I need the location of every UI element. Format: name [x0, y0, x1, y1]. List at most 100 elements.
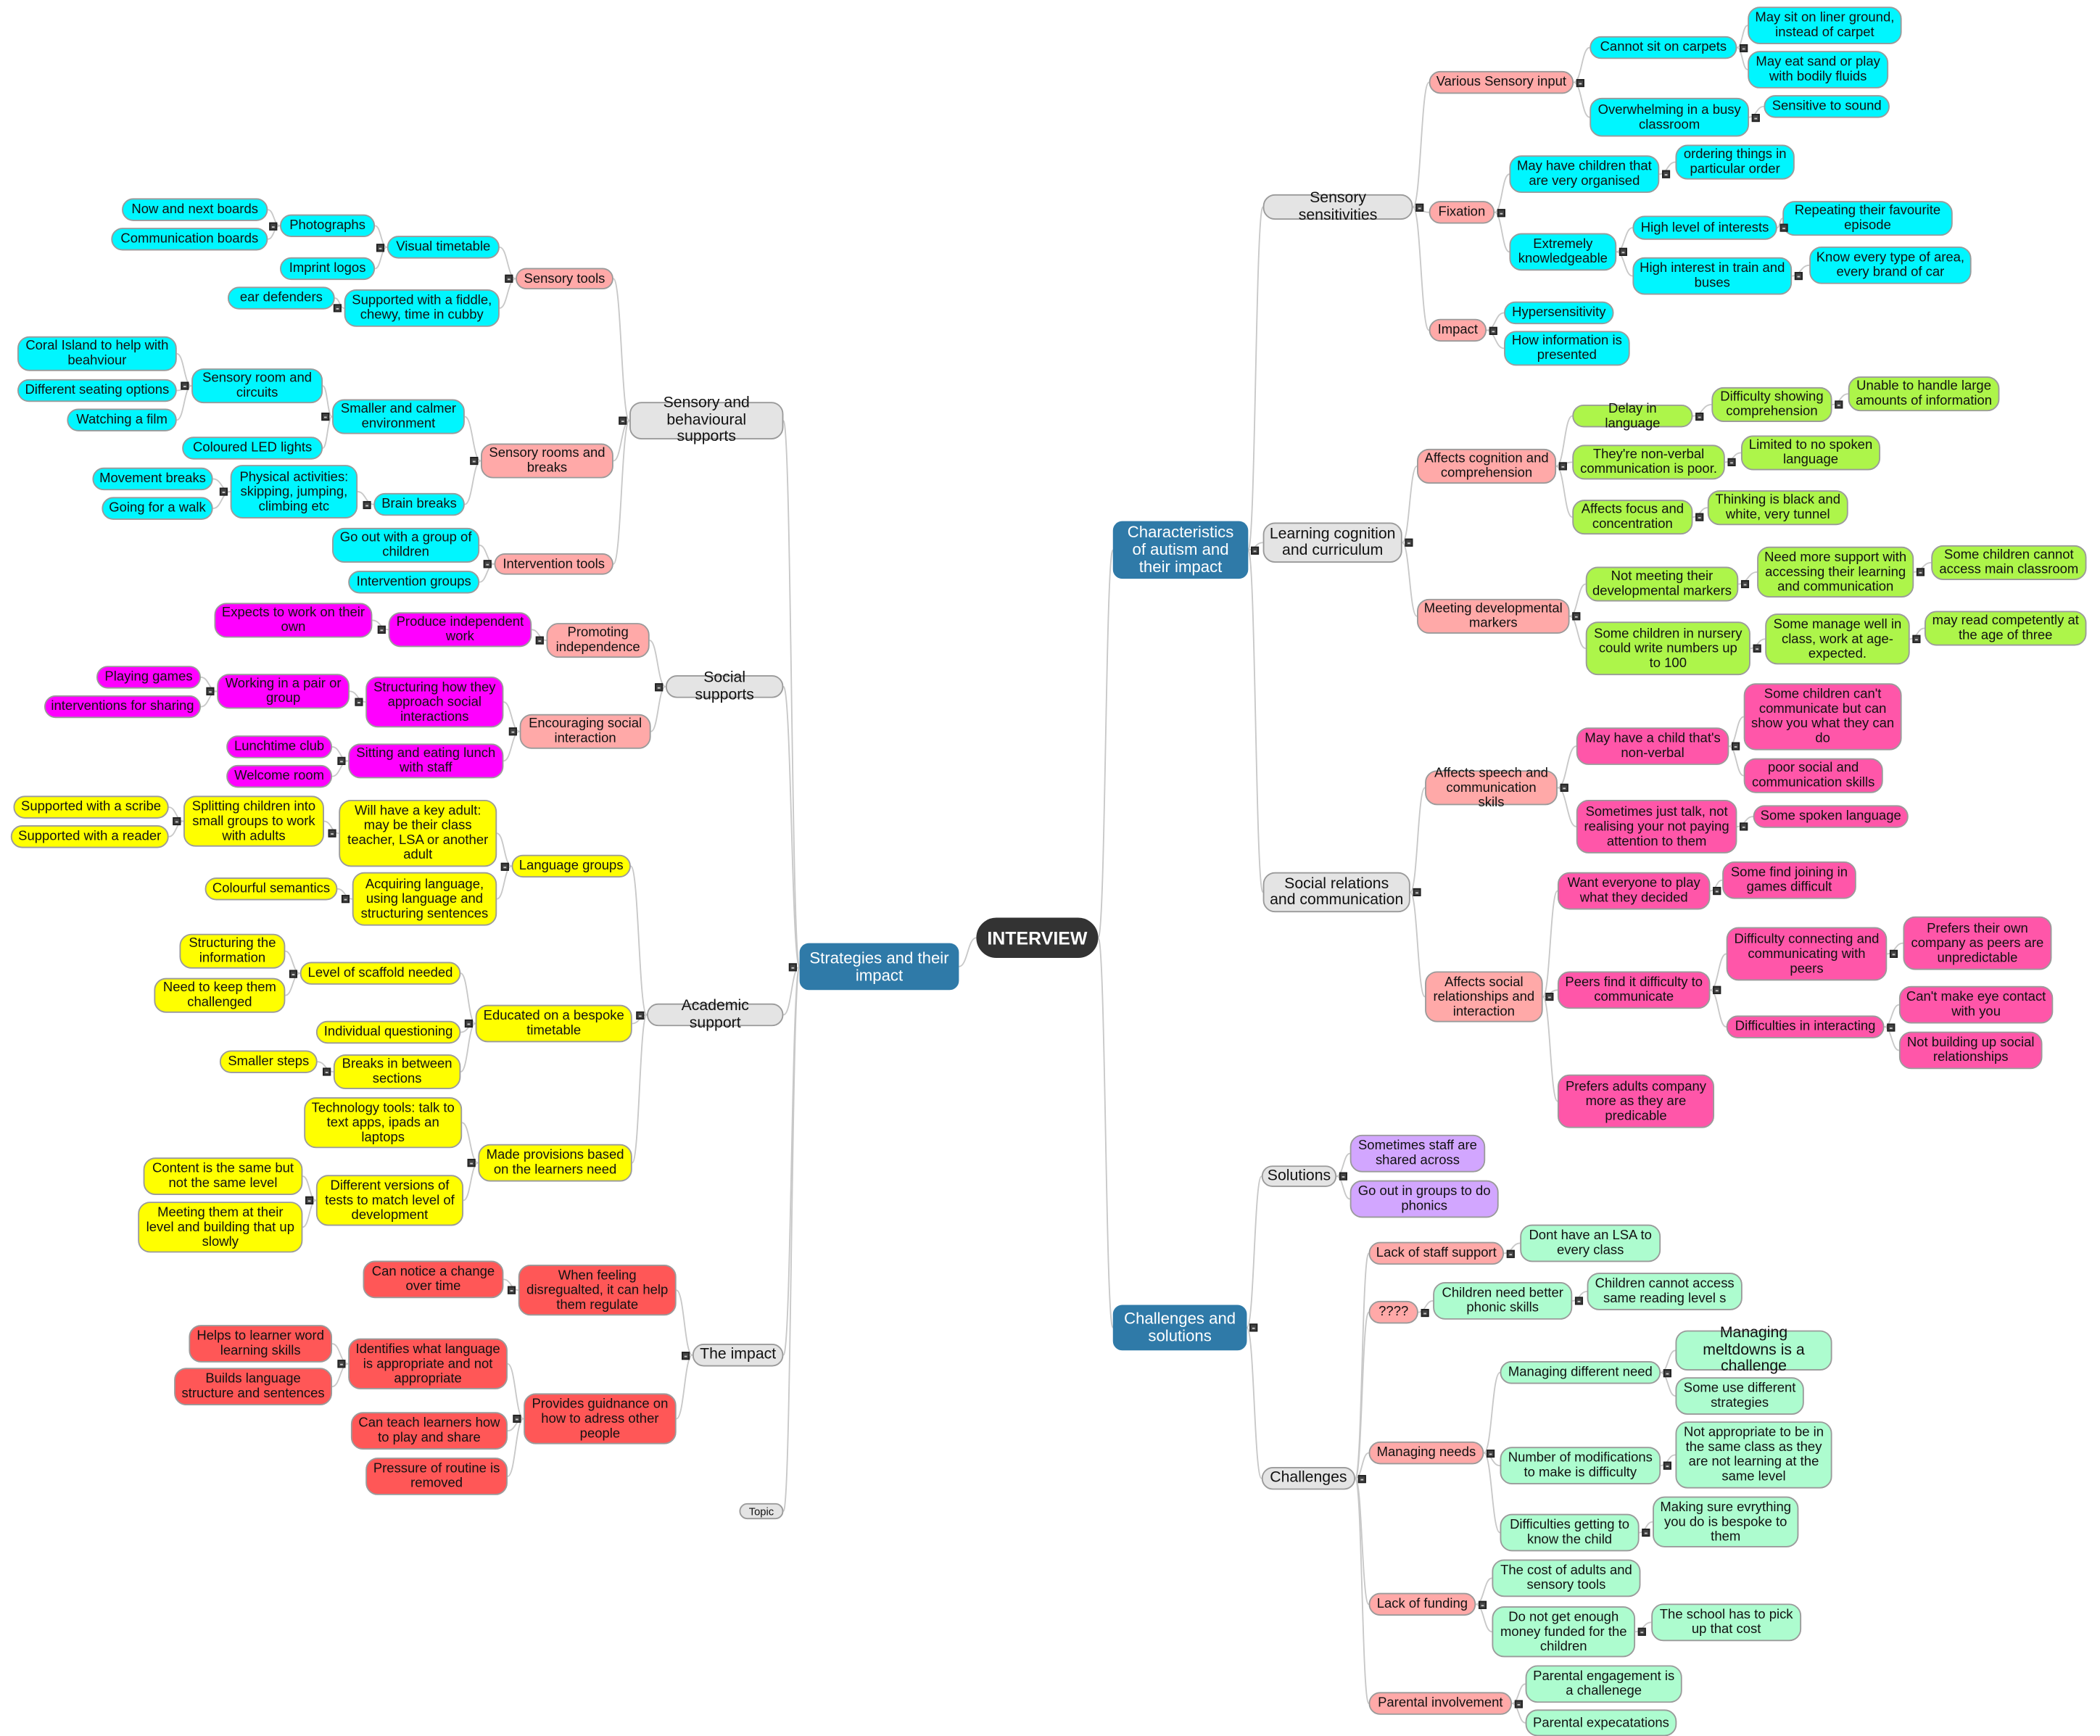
mindmap-node[interactable]: Supported with a scribe: [13, 795, 169, 819]
collapse-toggle-icon[interactable]: [1487, 1449, 1495, 1458]
mindmap-node[interactable]: Various Sensory input: [1429, 70, 1574, 94]
collapse-toggle-icon[interactable]: [1912, 635, 1921, 643]
mindmap-node[interactable]: Do not get enough money funded for the c…: [1492, 1606, 1636, 1658]
collapse-toggle-icon[interactable]: [1751, 113, 1760, 122]
mindmap-node[interactable]: Topic: [739, 1503, 784, 1520]
mindmap-node[interactable]: Some children in nursery could write num…: [1585, 621, 1750, 676]
mindmap-node[interactable]: When feeling disregualted, it can help t…: [518, 1265, 677, 1316]
mindmap-node[interactable]: Dont have an LSA to every class: [1520, 1224, 1661, 1262]
mindmap-node[interactable]: Intervention groups: [348, 571, 480, 594]
mindmap-node[interactable]: Smaller and calmer environment: [332, 399, 465, 434]
collapse-toggle-icon[interactable]: [1740, 579, 1750, 589]
collapse-toggle-icon[interactable]: [1662, 170, 1671, 178]
collapse-toggle-icon[interactable]: [1732, 742, 1740, 751]
mindmap-node[interactable]: Structuring the information: [179, 933, 286, 969]
mindmap-node[interactable]: Parental expecatations: [1525, 1709, 1677, 1736]
mindmap-node[interactable]: Affects cognition and comprehension: [1417, 448, 1557, 484]
mindmap-node[interactable]: Challenges: [1261, 1467, 1356, 1490]
mindmap-node[interactable]: Managing different need: [1500, 1361, 1661, 1384]
mindmap-node[interactable]: Sometimes staff are shared across: [1349, 1134, 1486, 1173]
mindmap-node[interactable]: Different seating options: [17, 379, 177, 402]
mindmap-node[interactable]: High interest in train and buses: [1632, 257, 1793, 295]
mindmap-node[interactable]: Solutions: [1261, 1165, 1337, 1187]
mindmap-node[interactable]: Content is the same but not the same lev…: [143, 1157, 303, 1195]
mindmap-node[interactable]: Now and next boards: [122, 198, 268, 221]
collapse-toggle-icon[interactable]: [1619, 247, 1627, 256]
mindmap-node[interactable]: Intervention tools: [494, 553, 613, 575]
mindmap-node[interactable]: ear defenders: [227, 286, 335, 310]
mindmap-node[interactable]: Different versions of tests to match lev…: [315, 1175, 464, 1226]
mindmap-node[interactable]: The cost of adults and sensory tools: [1492, 1559, 1641, 1597]
collapse-toggle-icon[interactable]: [206, 687, 215, 695]
mindmap-node[interactable]: Supported with a reader: [10, 825, 169, 848]
mindmap-node[interactable]: Going for a walk: [102, 497, 213, 520]
mindmap-node[interactable]: Making sure evrything you do is bespoke …: [1653, 1496, 1799, 1547]
mindmap-node[interactable]: Extremely knowledgeable: [1509, 233, 1617, 271]
collapse-toggle-icon[interactable]: [470, 456, 479, 466]
mindmap-node[interactable]: Affects speech and communication skils: [1425, 766, 1558, 810]
mindmap-node[interactable]: Helps to learner word learning skills: [189, 1325, 333, 1363]
mindmap-node[interactable]: Educated on a bespoke timetable: [475, 1004, 632, 1043]
collapse-toggle-icon[interactable]: [1545, 992, 1554, 1001]
collapse-toggle-icon[interactable]: [333, 304, 342, 313]
mindmap-node[interactable]: Social relations and communication: [1262, 872, 1410, 913]
mindmap-node[interactable]: Technology tools: talk to text apps, ipa…: [304, 1097, 463, 1149]
root-node[interactable]: INTERVIEW: [976, 917, 1099, 958]
mindmap-node[interactable]: Prefers their own company as peers are u…: [1903, 916, 2052, 970]
mindmap-node[interactable]: Delay in language: [1572, 401, 1693, 431]
mindmap-node[interactable]: Sometimes just talk, not realising your …: [1576, 799, 1737, 853]
mindmap-node[interactable]: Imprint logos: [280, 257, 376, 281]
mindmap-node[interactable]: Fixation: [1429, 201, 1495, 224]
mindmap-node[interactable]: Can't make eye contact with you: [1898, 985, 2054, 1024]
collapse-toggle-icon[interactable]: [1916, 568, 1925, 576]
mindmap-node[interactable]: Meeting developmental markers: [1417, 598, 1570, 634]
collapse-toggle-icon[interactable]: [363, 500, 371, 509]
mindmap-node[interactable]: Breaks in between sections: [333, 1054, 461, 1090]
collapse-toggle-icon[interactable]: [1572, 612, 1581, 621]
mindmap-node[interactable]: interventions for sharing: [44, 695, 202, 719]
collapse-toggle-icon[interactable]: [321, 413, 330, 421]
mindmap-node[interactable]: May sit on liner ground, instead of carp…: [1748, 7, 1902, 44]
mindmap-node[interactable]: Acquiring language, using language and s…: [352, 872, 497, 926]
mindmap-node[interactable]: Individual questioning: [315, 1020, 461, 1044]
mindmap-node[interactable]: Limited to no spoken language: [1740, 435, 1881, 471]
collapse-toggle-icon[interactable]: [1497, 208, 1505, 217]
mindmap-node[interactable]: Visual timetable: [386, 236, 500, 259]
mindmap-node[interactable]: Will have a key adult: may be their clas…: [339, 799, 497, 867]
mindmap-node[interactable]: Smaller steps: [219, 1050, 318, 1073]
collapse-toggle-icon[interactable]: [1740, 822, 1748, 831]
collapse-toggle-icon[interactable]: [1695, 513, 1704, 521]
collapse-toggle-icon[interactable]: [1642, 1528, 1650, 1537]
mindmap-node[interactable]: Need more support with accessing their l…: [1757, 546, 1914, 598]
mindmap-node[interactable]: Academic support: [647, 998, 784, 1031]
collapse-toggle-icon[interactable]: [513, 1414, 521, 1423]
collapse-toggle-icon[interactable]: [1695, 412, 1704, 421]
collapse-toggle-icon[interactable]: [1478, 1600, 1487, 1608]
mindmap-node[interactable]: Go out with a group of children: [332, 527, 480, 563]
mindmap-node[interactable]: Not appropriate to be in the same class …: [1675, 1421, 1832, 1489]
mindmap-node[interactable]: Know every type of area, every brand of …: [1809, 246, 1972, 284]
mindmap-node[interactable]: Children cannot access same reading leve…: [1587, 1273, 1743, 1310]
collapse-toggle-icon[interactable]: [289, 969, 298, 977]
collapse-toggle-icon[interactable]: [1713, 985, 1721, 994]
collapse-toggle-icon[interactable]: [1421, 1308, 1429, 1317]
mindmap-node[interactable]: Some use different strategies: [1675, 1377, 1804, 1415]
collapse-toggle-icon[interactable]: [483, 560, 492, 569]
collapse-toggle-icon[interactable]: [500, 861, 509, 870]
mindmap-node[interactable]: Working in a pair or group: [217, 674, 350, 709]
mindmap-node[interactable]: Impact: [1429, 318, 1487, 342]
collapse-toggle-icon[interactable]: [1753, 644, 1761, 653]
mindmap-node[interactable]: ordering things in particular order: [1675, 144, 1795, 180]
mindmap-node[interactable]: Coral Island to help with beahviour: [17, 336, 177, 371]
mindmap-node[interactable]: Promoting independence: [546, 623, 650, 658]
collapse-toggle-icon[interactable]: [1574, 1297, 1584, 1305]
collapse-toggle-icon[interactable]: [1663, 1461, 1671, 1470]
mindmap-node[interactable]: Photographs: [280, 214, 376, 238]
collapse-toggle-icon[interactable]: [1489, 326, 1497, 334]
mindmap-node[interactable]: They're non-verbal communication is poor…: [1572, 445, 1725, 480]
collapse-toggle-icon[interactable]: [1576, 78, 1584, 87]
collapse-toggle-icon[interactable]: [636, 1010, 645, 1020]
mindmap-node[interactable]: Hypersensitivity: [1504, 301, 1614, 325]
collapse-toggle-icon[interactable]: [305, 1196, 314, 1204]
mindmap-node[interactable]: Prefers adults company more as they are …: [1557, 1074, 1715, 1128]
